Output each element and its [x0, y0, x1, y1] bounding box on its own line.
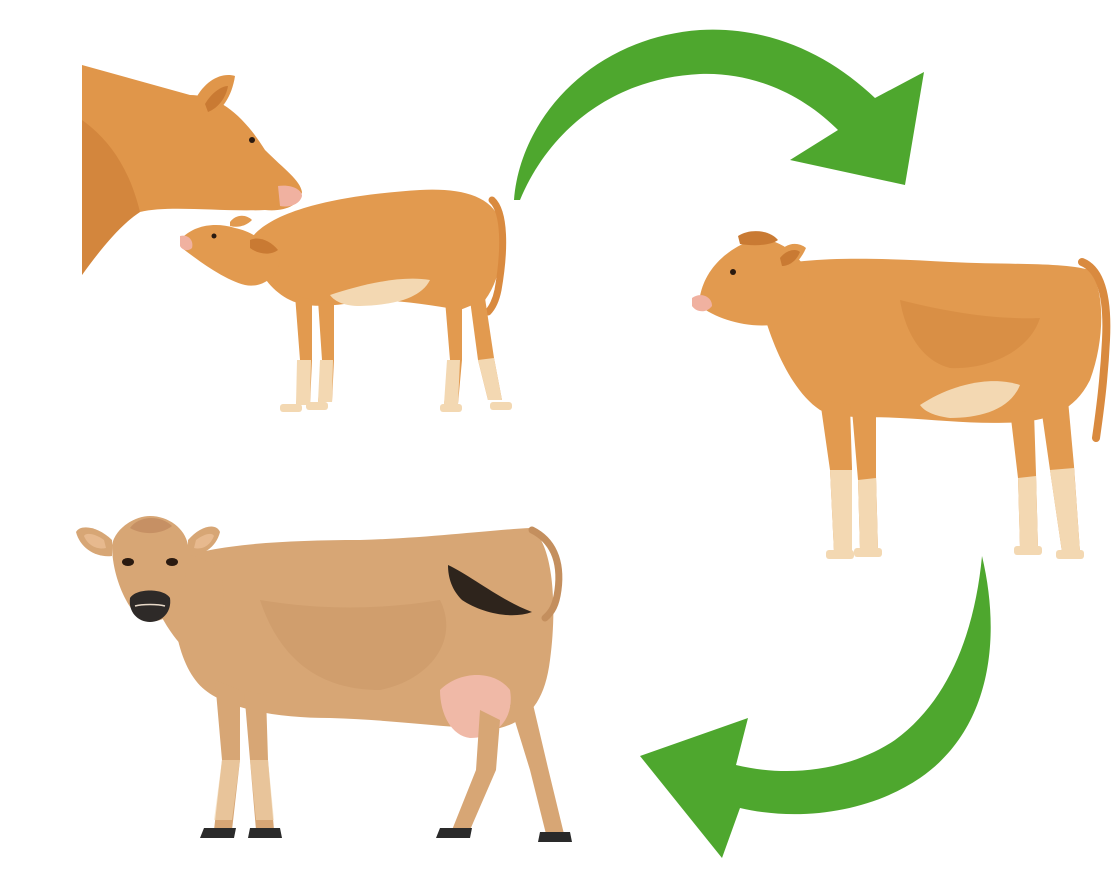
calf-icon: [692, 231, 1106, 559]
newborn-calf-icon: [180, 190, 512, 412]
dairy-cow-icon: [76, 516, 572, 842]
cow-nursing-calf-icon: [82, 65, 512, 412]
arrow-to-growing-calf-icon: [514, 30, 924, 200]
arrow-to-dairy-cow-icon: [640, 556, 991, 858]
